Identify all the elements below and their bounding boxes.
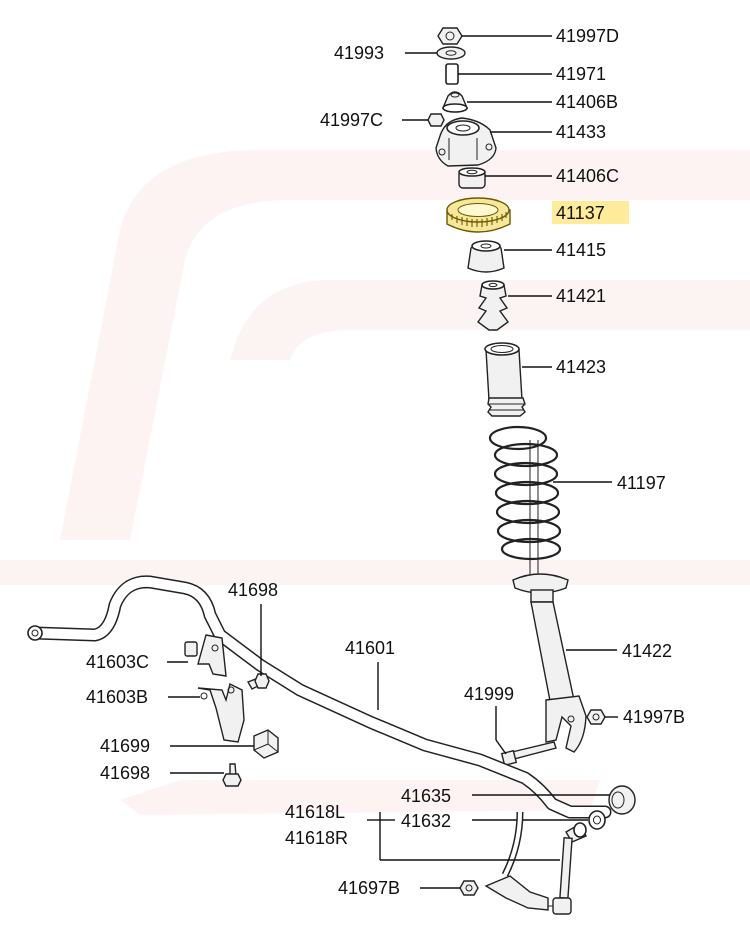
label-41603b: 41603B [86, 687, 148, 707]
label-41698-lower: 41698 [100, 763, 150, 783]
label-41197: 41197 [617, 473, 666, 493]
bracket-41603b [197, 682, 245, 743]
nut-41997c [427, 113, 445, 127]
washer-41993 [436, 46, 466, 60]
bracket-41603c [184, 634, 227, 677]
bolt-41698-lower [222, 763, 242, 787]
coil-spring-41197 [488, 425, 562, 575]
spring-seat-41415 [467, 240, 505, 273]
label-41137: 41137 [556, 203, 605, 223]
label-41697b: 41697B [338, 878, 400, 898]
bearing-41137 [446, 197, 511, 233]
nut-41997b [586, 709, 606, 725]
label-41618l: 41618L [285, 802, 345, 822]
label-41997b: 41997B [623, 707, 685, 727]
label-41423: 41423 [556, 357, 606, 377]
dust-boot-41423 [484, 342, 526, 417]
washer-41632 [588, 810, 606, 830]
strut-mount-41433 [435, 117, 497, 167]
label-41632: 41632 [401, 811, 451, 831]
stabilizer-bar-41601 [27, 575, 612, 819]
bushing-41406c [458, 167, 486, 189]
label-41999: 41999 [464, 684, 514, 704]
label-41406b: 41406B [556, 92, 618, 112]
bolt-41698-upper [246, 673, 270, 690]
label-41635: 41635 [401, 786, 451, 806]
nut-41697b [459, 880, 479, 896]
highlight-41137 [552, 201, 629, 224]
label-41603c: 41603C [86, 652, 149, 672]
label-41601: 41601 [345, 638, 395, 658]
label-41421: 41421 [556, 286, 606, 306]
label-41698-upper: 41698 [228, 580, 278, 600]
bolt-41999 [500, 741, 557, 767]
label-41422: 41422 [622, 641, 672, 661]
bump-stop-41421 [477, 280, 509, 331]
shock-absorber-41422 [512, 573, 587, 753]
bushing-41699 [253, 729, 279, 759]
bushing-41406b [441, 91, 469, 113]
label-41406c: 41406C [556, 166, 619, 186]
label-41433: 41433 [556, 122, 606, 142]
label-41618r: 41618R [285, 828, 348, 848]
label-41997c: 41997C [320, 110, 383, 130]
label-41993: 41993 [334, 43, 384, 63]
label-41699: 41699 [100, 736, 150, 756]
label-41971: 41971 [556, 64, 606, 84]
label-41997d: 41997D [556, 26, 619, 46]
bushing-41635 [608, 785, 636, 815]
collar-41971 [445, 63, 459, 85]
label-41415: 41415 [556, 240, 606, 260]
nut-41997d [437, 27, 463, 45]
stabilizer-link-41618 [484, 811, 587, 915]
